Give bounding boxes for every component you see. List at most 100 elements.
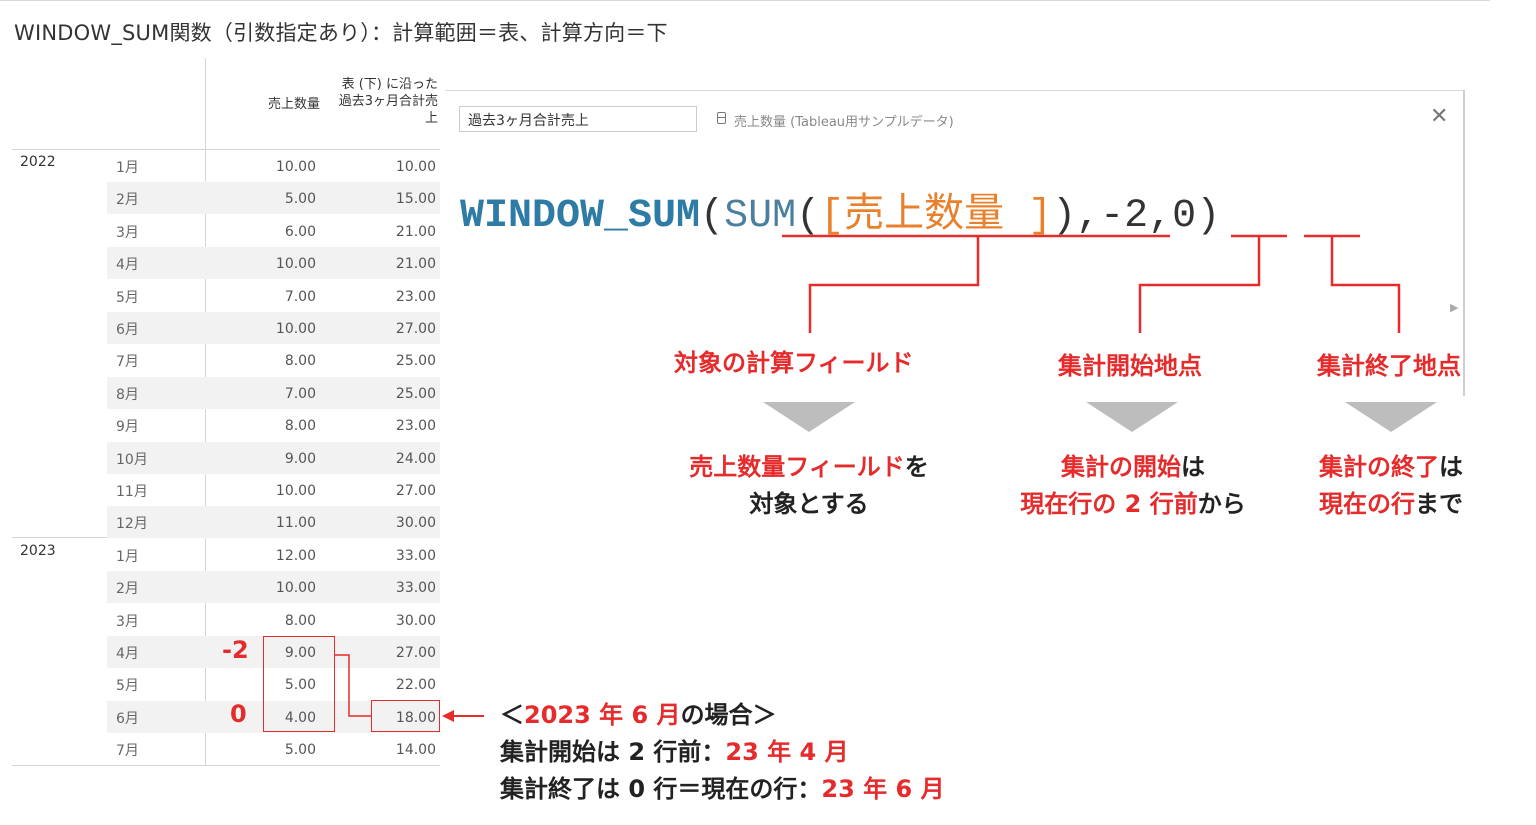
sum-cell: 25.00 [395, 385, 436, 402]
field-desc-line2: 対象とする [749, 490, 869, 518]
row-background [107, 182, 440, 215]
formula-end-arg: 0 [1172, 194, 1197, 239]
sum-cell: 33.00 [395, 547, 436, 564]
table-row[interactable]: 7月 8.00 25.00 [12, 344, 440, 376]
column-header-sum[interactable]: 表 (下) に沿った 過去3ヶ月合計売 上 [328, 76, 438, 127]
month-cell: 4月 [116, 646, 139, 662]
row-background [107, 441, 440, 474]
qty-cell: 8.00 [284, 418, 316, 435]
sum-cell: 15.00 [395, 191, 436, 208]
formula-window-sum: WINDOW_SUM [460, 194, 701, 239]
row-background [107, 312, 440, 344]
sum-cell: 21.00 [395, 223, 436, 240]
close-icon[interactable]: ✕ [1430, 104, 1449, 129]
qty-cell: 10.00 [275, 159, 316, 175]
month-cell: 12月 [116, 516, 148, 533]
qty-cell: 8.00 [284, 353, 316, 370]
case-note-start-label: 集計開始は 2 行前： [500, 738, 726, 766]
case-note-bracket-open: ＜ [500, 701, 524, 729]
sum-cell: 21.00 [395, 256, 436, 273]
end-desc-black: は [1439, 453, 1463, 481]
month-cell: 9月 [116, 419, 139, 436]
formula-paren: ( [796, 194, 821, 239]
qty-cell: 9.00 [284, 450, 316, 467]
start-desc-black: は [1181, 453, 1205, 481]
formula-comma: , [1148, 194, 1173, 239]
qty-cell: 5.00 [284, 742, 316, 759]
sum-cell: 27.00 [395, 321, 436, 337]
sum-cell: 18.00 [395, 709, 436, 726]
row-background [107, 571, 440, 604]
formula-start-arg: -2 [1100, 194, 1149, 239]
field-desc-red: 売上数量フィールド [689, 453, 905, 481]
sum-cell: 33.00 [395, 580, 436, 597]
formula-text[interactable]: WINDOW_SUM(SUM([売上数量 ]),-2,0) [460, 180, 1220, 239]
end-desc-red: 集計の終了 [1319, 453, 1439, 481]
year-cell: 2022 [20, 154, 56, 170]
qty-cell: 12.00 [275, 547, 316, 564]
month-cell: 2月 [116, 581, 139, 598]
down-triangle-icon [763, 402, 855, 432]
sum-cell: 24.00 [395, 450, 436, 467]
row-background [107, 636, 440, 668]
month-cell: 8月 [116, 386, 139, 403]
sum-cell: 23.00 [395, 288, 436, 305]
month-cell: 5月 [116, 289, 139, 306]
case-note: ＜2023 年 6 月の場合＞ 集計開始は 2 行前：23 年 4 月 集計終了… [500, 697, 945, 808]
case-note-start-value: 23 年 4 月 [725, 738, 849, 766]
formula-paren: ( [700, 194, 725, 239]
range-connector-line [334, 654, 371, 717]
down-triangle-icon [1345, 402, 1437, 432]
sum-cell: 27.00 [395, 645, 436, 661]
expand-arrow-icon[interactable]: ▶ [1450, 301, 1459, 314]
start-range-highlight [263, 636, 335, 732]
calculation-name-input[interactable]: 過去3ヶ月合計売上 [459, 106, 697, 132]
case-note-end-label: 集計終了は 0 行＝現在の行： [500, 775, 822, 803]
table-row[interactable]: 2月 10.00 33.00 [12, 571, 440, 604]
month-cell: 10月 [116, 451, 148, 468]
row-background [107, 700, 440, 733]
case-note-end-value: 23 年 6 月 [821, 775, 945, 803]
qty-cell: 8.00 [284, 612, 316, 629]
table-row[interactable]: 10月 9.00 24.00 [12, 441, 440, 474]
field-desc-black: を [904, 453, 929, 481]
annotation-end-title: 集計終了地点 [1317, 352, 1461, 380]
month-cell: 4月 [116, 257, 139, 274]
column-header-qty[interactable]: 売上数量 [267, 97, 320, 112]
table-row[interactable]: 5月 7.00 23.00 [12, 280, 440, 312]
start-offset-marker: -2 [222, 636, 249, 664]
month-cell: 1月 [116, 548, 139, 565]
annotation-field-title: 対象の計算フィールド [674, 349, 914, 377]
qty-cell: 7.00 [284, 385, 316, 402]
table-row[interactable]: 8月 7.00 25.00 [12, 376, 440, 409]
qty-cell: 10.00 [275, 580, 316, 597]
end-desc-line2-black: まで [1415, 490, 1463, 518]
qty-cell: 10.00 [275, 321, 316, 337]
row-background [107, 376, 440, 409]
column-header-sum-line2: 過去3ヶ月合計売 [338, 94, 438, 109]
month-cell: 7月 [116, 354, 139, 371]
sum-cell: 27.00 [395, 483, 436, 499]
sum-cell: 25.00 [395, 353, 436, 370]
case-note-date: 2023 年 6 月 [524, 701, 681, 729]
top-divider [0, 0, 1490, 1]
table-bottom-border [12, 765, 440, 766]
qty-cell: 7.00 [284, 288, 316, 305]
